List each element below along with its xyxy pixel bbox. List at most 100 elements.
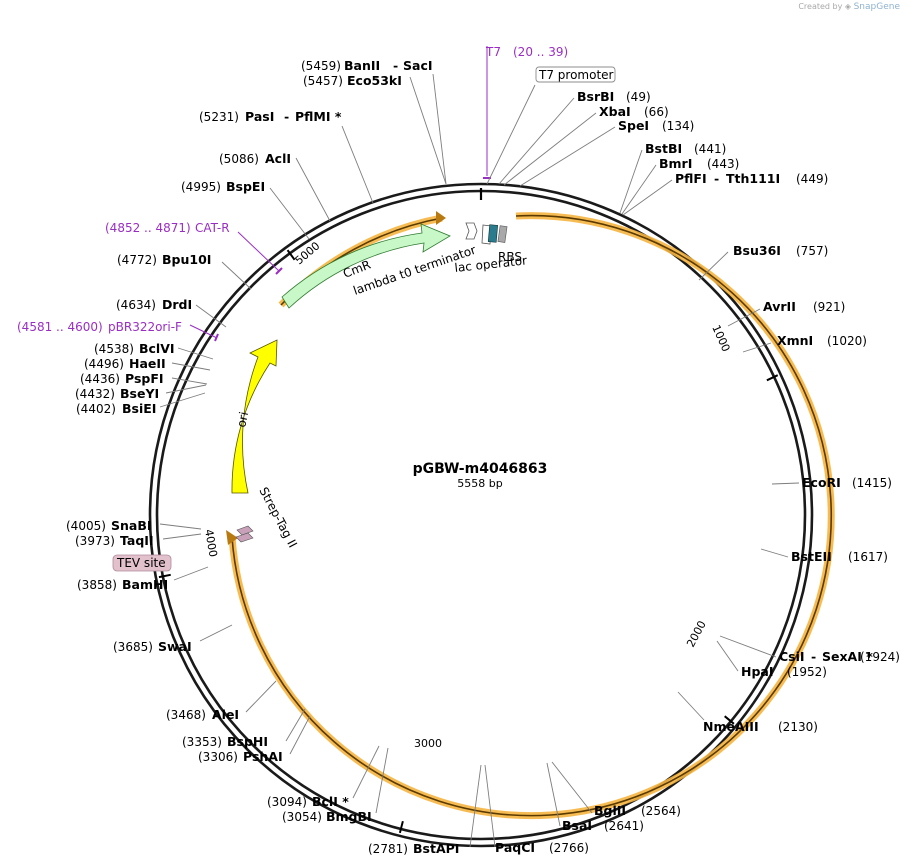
- tick-mark: [286, 249, 296, 261]
- ori-label: ori: [234, 410, 251, 428]
- t7-primer-range: (20 .. 39): [513, 45, 568, 59]
- enzyme-position: (1617): [848, 550, 888, 564]
- enzyme-position: (66): [644, 105, 669, 119]
- enzyme-name: Tth111I: [726, 171, 780, 186]
- enzyme-name: BseYI: [120, 386, 159, 401]
- t7-promoter-label: T7 promoter: [538, 68, 614, 82]
- tick-mark: [766, 374, 779, 382]
- enzyme-name: SnaBI: [111, 518, 152, 533]
- enzyme-name: BamHI: [122, 577, 168, 592]
- enzyme-name: BstAPI: [413, 841, 459, 856]
- enzyme-name: BglII: [594, 803, 626, 818]
- cat-r-primer-line: [237, 231, 280, 272]
- tev-site-icon: [235, 532, 254, 543]
- orf-main-arrowhead: [226, 530, 238, 545]
- enzyme-name: EcoRI: [802, 475, 841, 490]
- enzyme-name: BclVI: [139, 341, 175, 356]
- enzyme-name: BstEII: [791, 549, 832, 564]
- enzyme-name: XbaI: [599, 104, 631, 119]
- enzyme-name: HaeII: [129, 356, 166, 371]
- enzyme-position: (4995): [181, 180, 221, 194]
- enzyme-position: (3973): [75, 534, 115, 548]
- enzyme-separator: -: [714, 171, 719, 186]
- tick-label-4000: 4000: [202, 528, 220, 558]
- enzyme-separator: -: [284, 109, 289, 124]
- backbone-outer-circle: [148, 182, 814, 848]
- enzyme-name: PflFI: [675, 171, 707, 186]
- enzyme-position: (49): [626, 90, 651, 104]
- tick-label-1000: 1000: [709, 323, 732, 354]
- enzyme-position: (1924): [860, 650, 900, 664]
- enzyme-position: (449): [796, 172, 828, 186]
- enzyme-name: BspEI: [226, 179, 265, 194]
- created-by-text: Created by: [798, 2, 843, 11]
- tick-label-5000: 5000: [293, 239, 323, 267]
- tev-site-box: [112, 554, 172, 572]
- enzyme-position: (3306): [198, 750, 238, 764]
- tev-site-label: TEV site: [116, 556, 166, 570]
- enzyme-name: SpeI: [618, 118, 649, 133]
- cat-r-primer-range: (4852 .. 4871): [105, 221, 191, 235]
- tick-label-2000: 2000: [684, 619, 709, 650]
- tick-mark: [724, 715, 735, 725]
- enzyme-position: (2766): [549, 841, 589, 855]
- enzyme-separator: -: [811, 649, 816, 664]
- strep-tag-ii-icon: [236, 525, 254, 536]
- lac-operator-icon: [487, 224, 499, 243]
- pbr322ori-f-primer-line: [189, 324, 218, 339]
- tick-mark: [398, 820, 404, 834]
- enzyme-position: (443): [707, 157, 739, 171]
- enzyme-position: (4436): [80, 372, 120, 386]
- cmr-feature-arrow: [281, 223, 451, 309]
- enzyme-name: Eco53kI: [347, 73, 402, 88]
- plasmid-length: 5558 bp: [457, 477, 502, 490]
- enzyme-name: BclI *: [312, 794, 349, 809]
- enzyme-name: BmrI: [659, 156, 692, 171]
- enzyme-position: (3094): [267, 795, 307, 809]
- enzyme-name: Bpu10I: [162, 252, 211, 267]
- lambda-t0-terminator-icon: [465, 222, 478, 240]
- enzyme-position: (4772): [117, 253, 157, 267]
- enzyme-name: BmgBI: [326, 809, 372, 824]
- enzyme-name: SacI: [403, 58, 433, 73]
- enzyme-position: (4496): [84, 357, 124, 371]
- rbs-label: RBS: [498, 250, 522, 264]
- enzyme-name: Bsu36I: [733, 243, 781, 258]
- enzyme-name: NmeAIII: [703, 719, 759, 734]
- orf-cmr-arrowhead: [436, 211, 446, 225]
- enzyme-position: (3054): [282, 810, 322, 824]
- enzyme-name: BsaI: [562, 818, 592, 833]
- pbr322ori-f-primer-name: pBR322ori-F: [108, 320, 182, 334]
- enzyme-position: (2130): [778, 720, 818, 734]
- enzyme-name: PshAI: [243, 749, 283, 764]
- enzyme-name: AleI: [212, 707, 239, 722]
- enzyme-position: (5457): [303, 74, 343, 88]
- tick-mark: [158, 573, 171, 579]
- t7-primer-name: T7: [485, 45, 501, 59]
- enzyme-position: (5086): [219, 152, 259, 166]
- enzyme-position: (4402): [76, 402, 116, 416]
- snapgene-brand: Created by ◈ SnapGene: [798, 2, 900, 12]
- enzyme-position: (1415): [852, 476, 892, 490]
- enzyme-position: (441): [694, 142, 726, 156]
- tick-label-3000: 3000: [414, 737, 442, 750]
- enzyme-position: (5231): [199, 110, 239, 124]
- enzyme-position: (4005): [66, 519, 106, 533]
- enzyme-name: SexAI *: [822, 649, 873, 664]
- enzyme-position: (3685): [113, 640, 153, 654]
- enzyme-name: SwaI: [158, 639, 192, 654]
- enzyme-connector-lines: [159, 73, 800, 848]
- enzyme-name: HpaI: [741, 664, 774, 679]
- enzyme-name: AclI: [265, 151, 291, 166]
- enzyme-position: (3353): [182, 735, 222, 749]
- enzyme-position: (4538): [94, 342, 134, 356]
- cat-r-primer-name: CAT-R: [195, 221, 230, 235]
- enzyme-name: TaqII: [120, 533, 154, 548]
- enzyme-name: PspFI: [125, 371, 164, 386]
- enzyme-name: PaqCI: [495, 840, 535, 855]
- enzyme-name: BanII: [344, 58, 380, 73]
- enzyme-name: AvrII: [763, 299, 796, 314]
- enzyme-position: (2781): [368, 842, 408, 856]
- enzyme-position: (5459): [301, 59, 341, 73]
- enzyme-separator: -: [393, 58, 398, 73]
